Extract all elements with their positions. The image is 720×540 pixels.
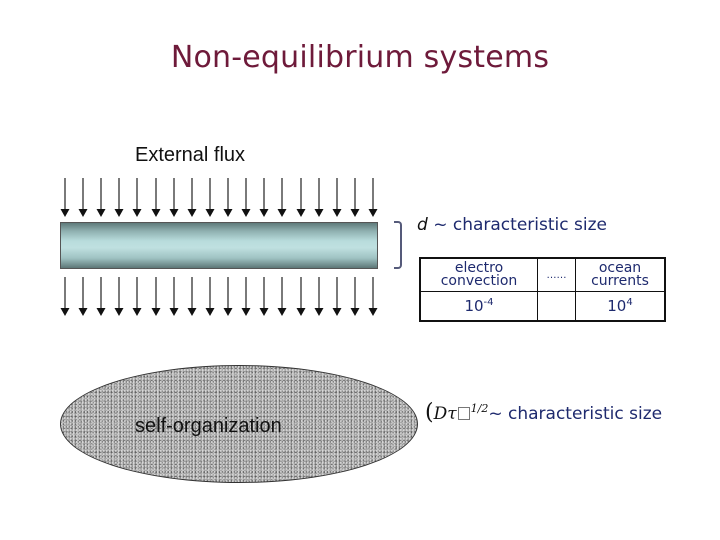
tilde: ~ <box>427 215 453 235</box>
layer-thickness-bracket <box>394 221 402 269</box>
down-arrow-icon <box>58 277 72 317</box>
exponent: 1/2 <box>470 402 489 415</box>
down-arrow-icon <box>203 178 217 218</box>
down-arrow-icon <box>348 277 362 317</box>
down-arrow-icon <box>239 277 253 317</box>
fluid-layer-bar <box>60 222 378 269</box>
down-arrow-icon <box>149 178 163 218</box>
down-arrow-icon <box>58 178 72 218</box>
down-arrow-icon <box>112 277 126 317</box>
down-arrow-icon <box>221 178 235 218</box>
down-arrow-icon <box>257 277 271 317</box>
value-ellipsis <box>537 291 576 322</box>
characteristic-size-text: characteristic size <box>508 404 663 424</box>
down-arrow-icon <box>76 178 90 218</box>
open-paren: ( <box>425 400 434 425</box>
down-arrow-icon <box>312 277 326 317</box>
self-organization-pattern-ellipse <box>60 365 418 483</box>
down-arrow-icon <box>185 277 199 317</box>
external-flux-label: External flux <box>135 144 246 166</box>
down-arrow-icon <box>348 178 362 218</box>
diffusion-length-formula: (Dτ 1/2~ characteristic size <box>425 400 662 425</box>
down-arrow-icon <box>130 178 144 218</box>
down-arrow-icon <box>257 178 271 218</box>
down-arrow-icon <box>221 277 235 317</box>
down-arrow-icon <box>94 277 108 317</box>
down-arrow-icon <box>185 178 199 218</box>
down-arrow-icon <box>112 178 126 218</box>
down-arrow-icon <box>312 178 326 218</box>
down-arrow-icon <box>130 277 144 317</box>
down-arrow-icon <box>366 277 380 317</box>
value-electro-convection: 10-4 <box>419 291 538 322</box>
slide-title: Non-equilibrium systems <box>170 40 550 75</box>
table-value-row: 10-4 104 <box>419 291 666 322</box>
header-ellipsis: …… <box>537 257 576 292</box>
down-arrow-icon <box>76 277 90 317</box>
down-arrow-icon <box>294 178 308 218</box>
flux-arrows-bottom <box>58 277 380 317</box>
value-ocean-currents: 104 <box>575 291 666 322</box>
down-arrow-icon <box>167 277 181 317</box>
tilde: ~ <box>488 404 508 424</box>
d-symbol: d <box>417 215 428 235</box>
down-arrow-icon <box>203 277 217 317</box>
down-arrow-icon <box>239 178 253 218</box>
down-arrow-icon <box>275 178 289 218</box>
missing-glyph-box <box>457 407 470 420</box>
characteristic-size-label: d ~ characteristic size <box>417 215 607 235</box>
down-arrow-icon <box>294 277 308 317</box>
down-arrow-icon <box>275 277 289 317</box>
down-arrow-icon <box>330 178 344 218</box>
flux-arrows-top <box>58 178 380 218</box>
characteristic-size-text: characteristic size <box>452 215 607 235</box>
down-arrow-icon <box>94 178 108 218</box>
down-arrow-icon <box>149 277 163 317</box>
down-arrow-icon <box>366 178 380 218</box>
d-tau-expression: Dτ <box>433 404 457 424</box>
down-arrow-icon <box>167 178 181 218</box>
down-arrow-icon <box>330 277 344 317</box>
self-organization-label: self-organization <box>135 415 282 437</box>
